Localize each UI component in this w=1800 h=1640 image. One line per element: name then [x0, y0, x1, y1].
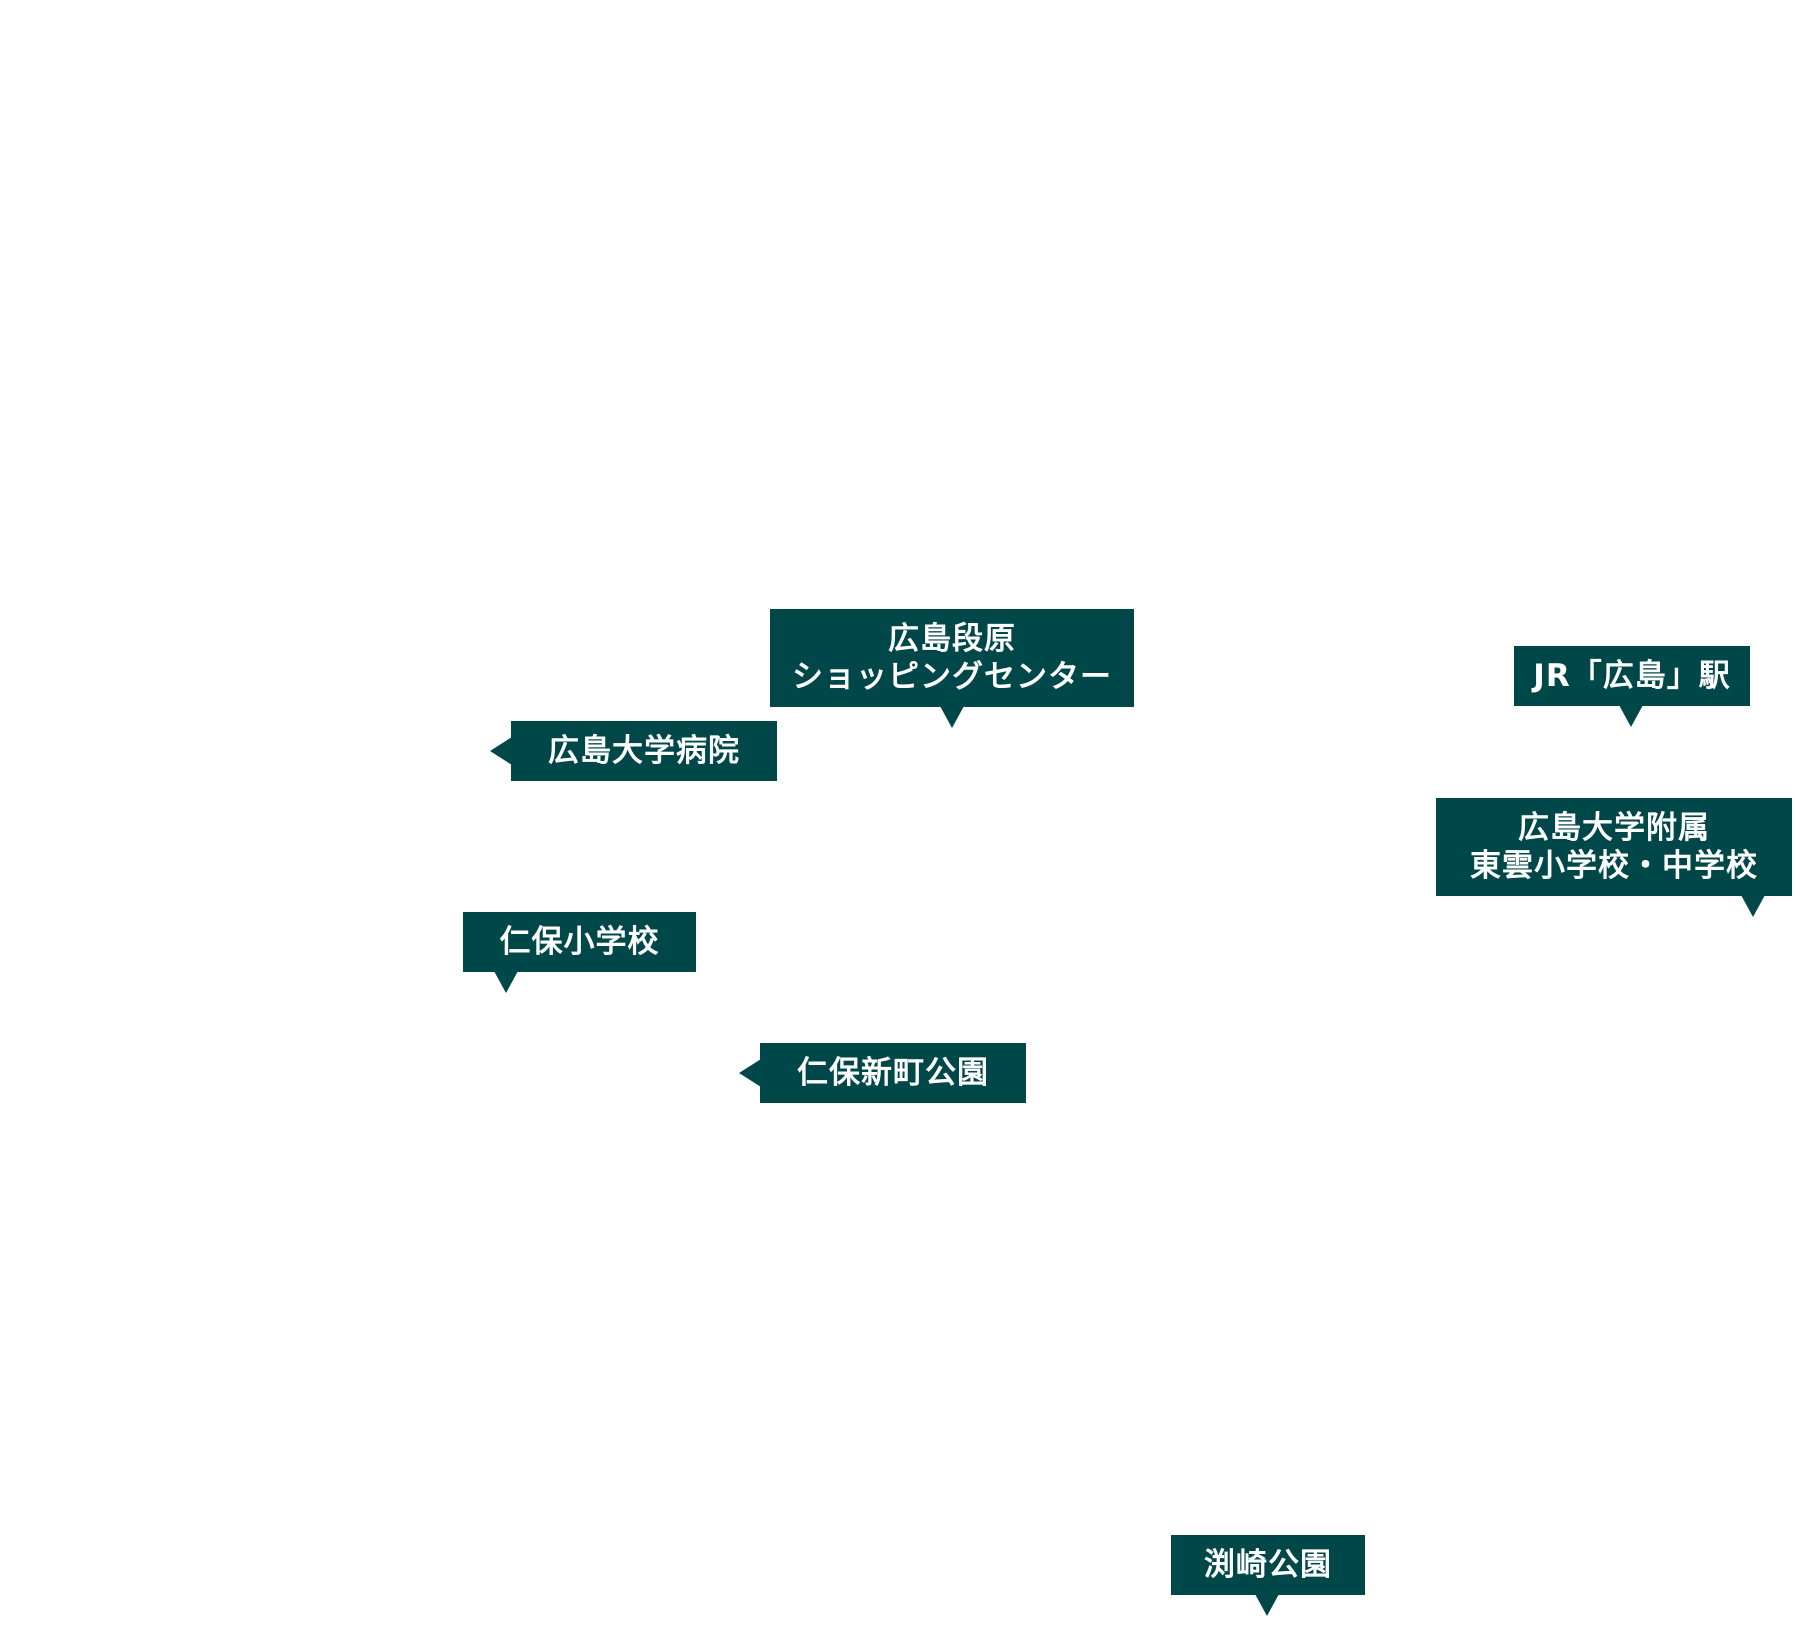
- pointer-down-icon: [494, 971, 518, 993]
- label-jr-hiroshima-station[interactable]: JR「広島」駅: [1514, 646, 1750, 706]
- label-line: 広島大学附属: [1518, 810, 1710, 846]
- label-line: ショッピングセンター: [792, 659, 1112, 695]
- label-hiroshima-university-hospital[interactable]: 広島大学病院: [511, 721, 777, 781]
- pointer-down-icon: [1619, 705, 1643, 727]
- label-fuchizaki-park[interactable]: 渕崎公園: [1171, 1535, 1365, 1595]
- label-line: 渕崎公園: [1204, 1547, 1332, 1583]
- label-line: 仁保新町公園: [797, 1055, 989, 1091]
- pointer-left-icon: [490, 737, 512, 765]
- label-hiroshima-university-attached-school[interactable]: 広島大学附属 東雲小学校・中学校: [1436, 798, 1792, 896]
- label-niho-elementary-school[interactable]: 仁保小学校: [463, 912, 696, 972]
- label-line: 仁保小学校: [499, 924, 660, 960]
- label-line: 広島段原: [888, 621, 1016, 657]
- label-line: JR「広島」駅: [1533, 658, 1731, 694]
- pointer-down-icon: [940, 706, 964, 728]
- label-niho-shinmachi-park[interactable]: 仁保新町公園: [760, 1043, 1026, 1103]
- pointer-down-icon: [1255, 1594, 1279, 1616]
- label-line: 東雲小学校・中学校: [1470, 848, 1758, 884]
- pointer-left-icon: [739, 1059, 761, 1087]
- pointer-down-icon: [1741, 895, 1765, 917]
- label-line: 広島大学病院: [548, 733, 740, 769]
- label-hiroshima-danbara-shopping-center[interactable]: 広島段原 ショッピングセンター: [770, 609, 1134, 707]
